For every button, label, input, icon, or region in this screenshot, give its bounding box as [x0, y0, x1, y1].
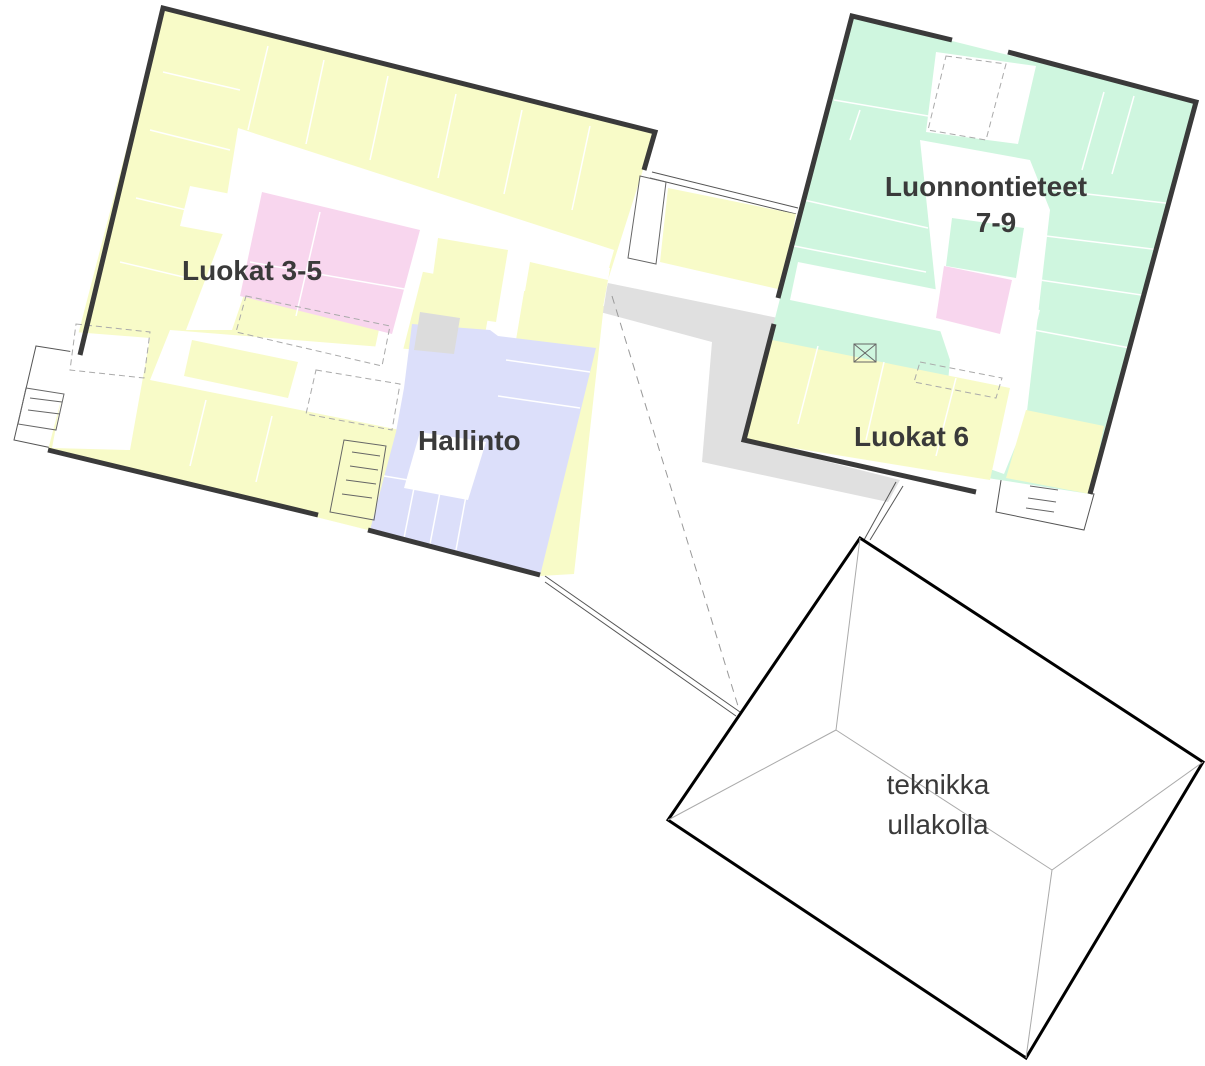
label-administration: Hallinto [418, 425, 521, 456]
label-technical-attic: teknikka [887, 769, 990, 800]
connecting-corridor [600, 283, 900, 502]
technical-attic [665, 535, 1205, 1061]
left-wing [17, 4, 667, 578]
label-natural-sciences: Luonnontieteet [885, 171, 1087, 202]
right-wing [740, 12, 1200, 513]
label-technical-attic-location: ullakolla [887, 809, 989, 840]
label-classes-6: Luokat 6 [854, 421, 969, 452]
special-room-3-5 [240, 192, 420, 334]
label-natural-sciences-grades: 7-9 [976, 207, 1016, 238]
label-classes-3-5: Luokat 3-5 [182, 255, 322, 286]
special-room-7-9 [936, 266, 1012, 334]
site-outlines [13, 171, 1095, 717]
bridge-room [660, 188, 796, 290]
